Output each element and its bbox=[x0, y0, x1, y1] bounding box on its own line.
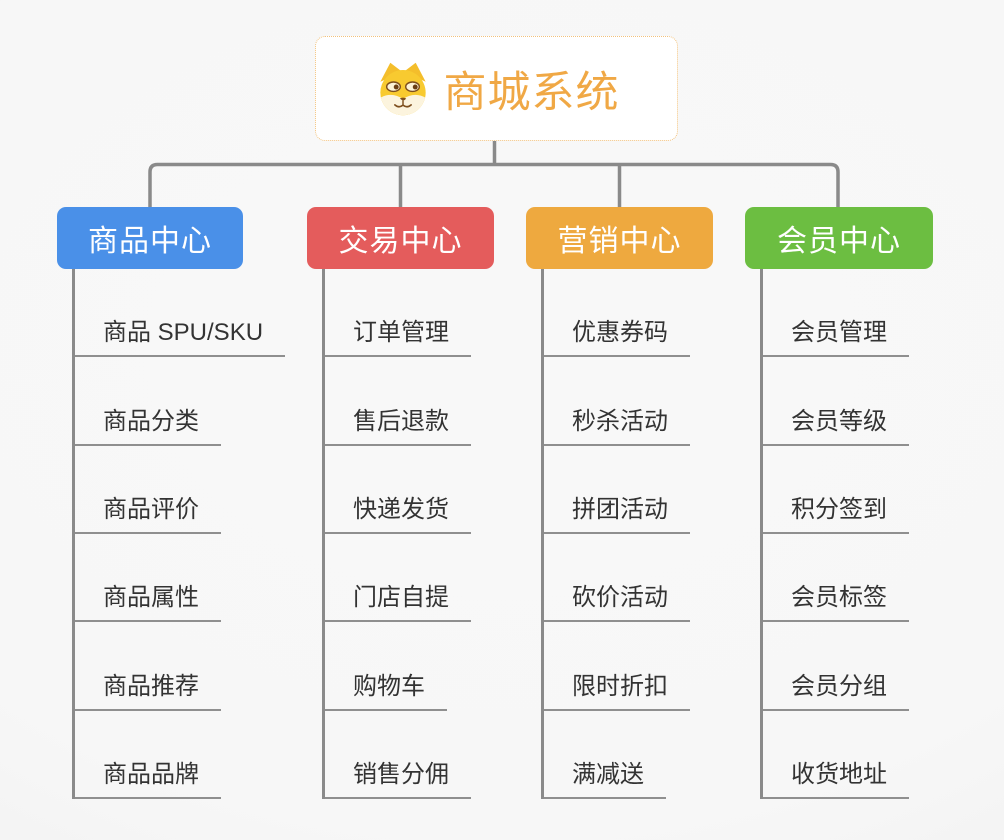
list-item: 商品 SPU/SKU bbox=[75, 269, 286, 358]
list-item: 销售分佣 bbox=[325, 711, 471, 799]
root-title: 商城系统 bbox=[443, 68, 620, 117]
sub-item[interactable]: 会员等级 bbox=[763, 401, 909, 446]
list-item: 限时折扣 bbox=[544, 622, 690, 711]
branch-items-marketing-center: 优惠券码 秒杀活动 拼团活动 砍价活动 限时折扣 满减送 bbox=[541, 269, 690, 799]
branch-label: 商品中心 bbox=[88, 225, 212, 258]
sub-item[interactable]: 优惠券码 bbox=[544, 312, 690, 358]
list-item: 商品分类 bbox=[75, 357, 285, 446]
sub-item[interactable]: 商品品牌 bbox=[75, 754, 221, 799]
branch-items-member-center: 会员管理 会员等级 积分签到 会员标签 会员分组 收货地址 bbox=[760, 269, 909, 799]
sub-item[interactable]: 限时折扣 bbox=[544, 666, 690, 711]
sub-item[interactable]: 秒杀活动 bbox=[544, 401, 690, 446]
sub-item[interactable]: 售后退款 bbox=[325, 401, 471, 446]
list-item: 秒杀活动 bbox=[544, 357, 690, 446]
branch-node-marketing-center[interactable]: 营销中心 bbox=[526, 207, 713, 269]
branch-label: 会员中心 bbox=[777, 225, 901, 258]
list-item: 商品推荐 bbox=[75, 622, 285, 711]
list-item: 会员管理 bbox=[763, 269, 909, 358]
root-node[interactable]: 商城系统 bbox=[315, 36, 678, 141]
sub-item[interactable]: 购物车 bbox=[325, 666, 447, 711]
sub-item[interactable]: 商品属性 bbox=[75, 577, 221, 623]
list-item: 收货地址 bbox=[763, 711, 909, 799]
sub-item[interactable]: 商品评价 bbox=[75, 489, 221, 534]
list-item: 商品评价 bbox=[75, 446, 285, 534]
branch-node-product-center[interactable]: 商品中心 bbox=[57, 207, 243, 269]
list-item: 快递发货 bbox=[325, 446, 471, 534]
sub-item[interactable]: 砍价活动 bbox=[544, 577, 690, 623]
branch-label: 营销中心 bbox=[557, 225, 682, 258]
sub-item[interactable]: 收货地址 bbox=[763, 754, 909, 799]
sub-item[interactable]: 订单管理 bbox=[325, 312, 471, 358]
sub-item[interactable]: 商品推荐 bbox=[75, 666, 221, 711]
sub-item[interactable]: 快递发货 bbox=[325, 489, 471, 534]
list-item: 拼团活动 bbox=[544, 446, 690, 534]
list-item: 积分签到 bbox=[763, 446, 909, 534]
sub-item[interactable]: 积分签到 bbox=[763, 489, 909, 534]
list-item: 优惠券码 bbox=[544, 269, 690, 358]
branch-node-member-center[interactable]: 会员中心 bbox=[745, 207, 933, 269]
list-item: 售后退款 bbox=[325, 357, 471, 446]
sub-item[interactable]: 会员标签 bbox=[763, 577, 909, 623]
sub-item[interactable]: 满减送 bbox=[544, 754, 666, 799]
list-item: 商品品牌 bbox=[75, 711, 285, 799]
list-item: 商品属性 bbox=[75, 534, 285, 623]
dog-face-icon bbox=[379, 62, 426, 115]
list-item: 满减送 bbox=[544, 711, 690, 799]
branch-items-trade-center: 订单管理 售后退款 快递发货 门店自提 购物车 销售分佣 bbox=[322, 269, 471, 799]
branch-label: 交易中心 bbox=[338, 225, 463, 258]
sub-item[interactable]: 会员管理 bbox=[763, 312, 909, 358]
connector-main-rail bbox=[148, 162, 840, 208]
sub-item[interactable]: 商品 SPU/SKU bbox=[75, 312, 286, 358]
list-item: 门店自提 bbox=[325, 534, 471, 623]
sub-item[interactable]: 拼团活动 bbox=[544, 489, 690, 534]
list-item: 购物车 bbox=[325, 622, 471, 711]
sub-item[interactable]: 商品分类 bbox=[75, 401, 221, 446]
sub-item[interactable]: 会员分组 bbox=[763, 666, 909, 711]
list-item: 会员标签 bbox=[763, 534, 909, 623]
list-item: 会员分组 bbox=[763, 622, 909, 711]
branch-items-product-center: 商品 SPU/SKU 商品分类 商品评价 商品属性 商品推荐 商品品牌 bbox=[72, 269, 286, 799]
sub-item[interactable]: 销售分佣 bbox=[325, 754, 471, 799]
list-item: 砍价活动 bbox=[544, 534, 690, 623]
list-item: 订单管理 bbox=[325, 269, 471, 358]
list-item: 会员等级 bbox=[763, 357, 909, 446]
sub-item[interactable]: 门店自提 bbox=[325, 577, 471, 623]
branch-node-trade-center[interactable]: 交易中心 bbox=[307, 207, 494, 269]
